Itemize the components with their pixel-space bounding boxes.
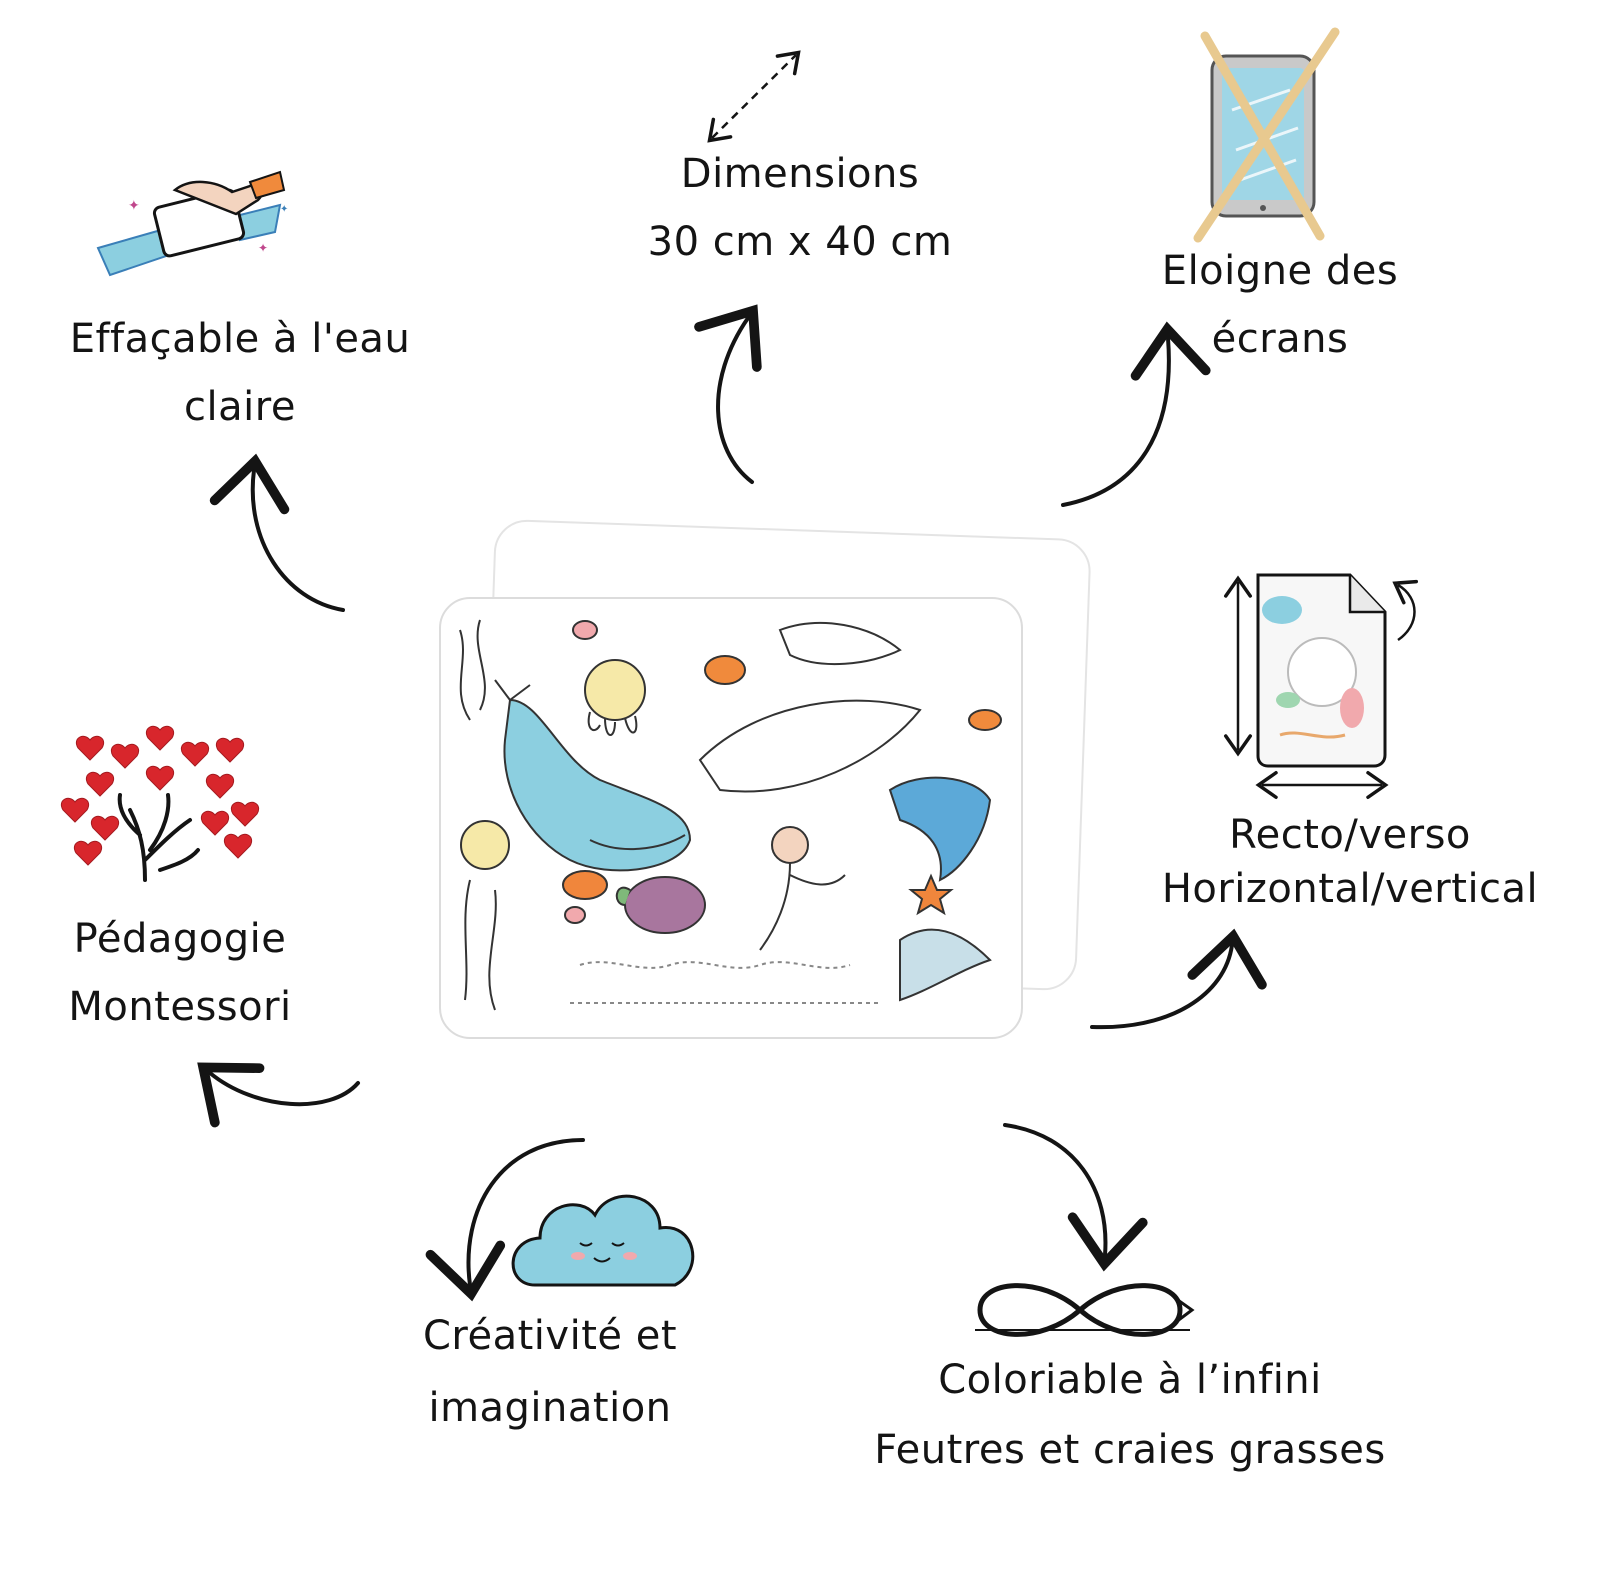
arrow-to-montessori <box>197 1062 360 1128</box>
feature-creativite-line2: imagination <box>428 1385 672 1431</box>
feature-effacable-line1: Effaçable à l'eau <box>69 316 411 362</box>
arrow-to-recto <box>1090 928 1267 1030</box>
crossed-out-tablet-icon <box>1193 27 1340 243</box>
infinity-icon <box>975 1283 1195 1337</box>
feature-label-recto: Recto/verso Horizontal/vertical <box>1120 808 1580 916</box>
eraser-sponge-icon: ✦ ✦ ✦ <box>96 170 288 277</box>
connector-arrows <box>197 304 1267 1302</box>
svg-text:✦: ✦ <box>128 198 140 214</box>
diagonal-double-arrow-icon <box>707 50 801 143</box>
smiling-cloud-icon <box>511 1194 695 1287</box>
svg-text:✦: ✦ <box>280 204 288 215</box>
feature-ecrans-line1: Eloigne des <box>1161 248 1399 294</box>
feature-recto-line2: Horizontal/vertical <box>1161 866 1539 912</box>
feature-label-coloriable: Coloriable à l’infini Feutres et craies … <box>830 1345 1430 1485</box>
feature-label-ecrans: Eloigne des écrans <box>1110 237 1450 373</box>
feature-coloriable-line2: Feutres et craies grasses <box>874 1427 1386 1473</box>
feature-label-montessori: Pédagogie Montessori <box>20 905 340 1041</box>
arrow-to-dimensions <box>694 304 762 484</box>
feature-dimensions-line2: 30 cm x 40 cm <box>647 219 953 265</box>
feature-dimensions-line1: Dimensions <box>680 151 920 197</box>
feature-coloriable-line1: Coloriable à l’infini <box>938 1357 1322 1403</box>
arrow-to-coloriable <box>1003 1123 1148 1272</box>
placemat-illustration <box>459 619 1002 1011</box>
svg-text:✦: ✦ <box>258 241 268 255</box>
feature-recto-line1: Recto/verso <box>1229 812 1471 858</box>
feature-montessori-line2: Montessori <box>68 984 292 1030</box>
feature-label-dimensions: Dimensions 30 cm x 40 cm <box>590 140 1010 276</box>
feature-ecrans-line2: écrans <box>1211 316 1349 362</box>
feature-label-effacable: Effaçable à l'eau claire <box>30 305 450 441</box>
feature-label-creativite: Créativité et imagination <box>380 1300 720 1444</box>
placemat-product <box>439 519 1091 1039</box>
arrow-to-ecrans <box>1061 321 1211 507</box>
heart-tree-icon <box>61 725 259 882</box>
arrow-to-creativite <box>425 1138 585 1302</box>
arrow-to-effacable <box>209 453 345 612</box>
reversible-sheet-icon <box>1224 573 1419 799</box>
feature-montessori-line1: Pédagogie <box>73 916 287 962</box>
feature-creativite-line1: Créativité et <box>423 1313 677 1359</box>
feature-effacable-line2: claire <box>184 384 296 430</box>
